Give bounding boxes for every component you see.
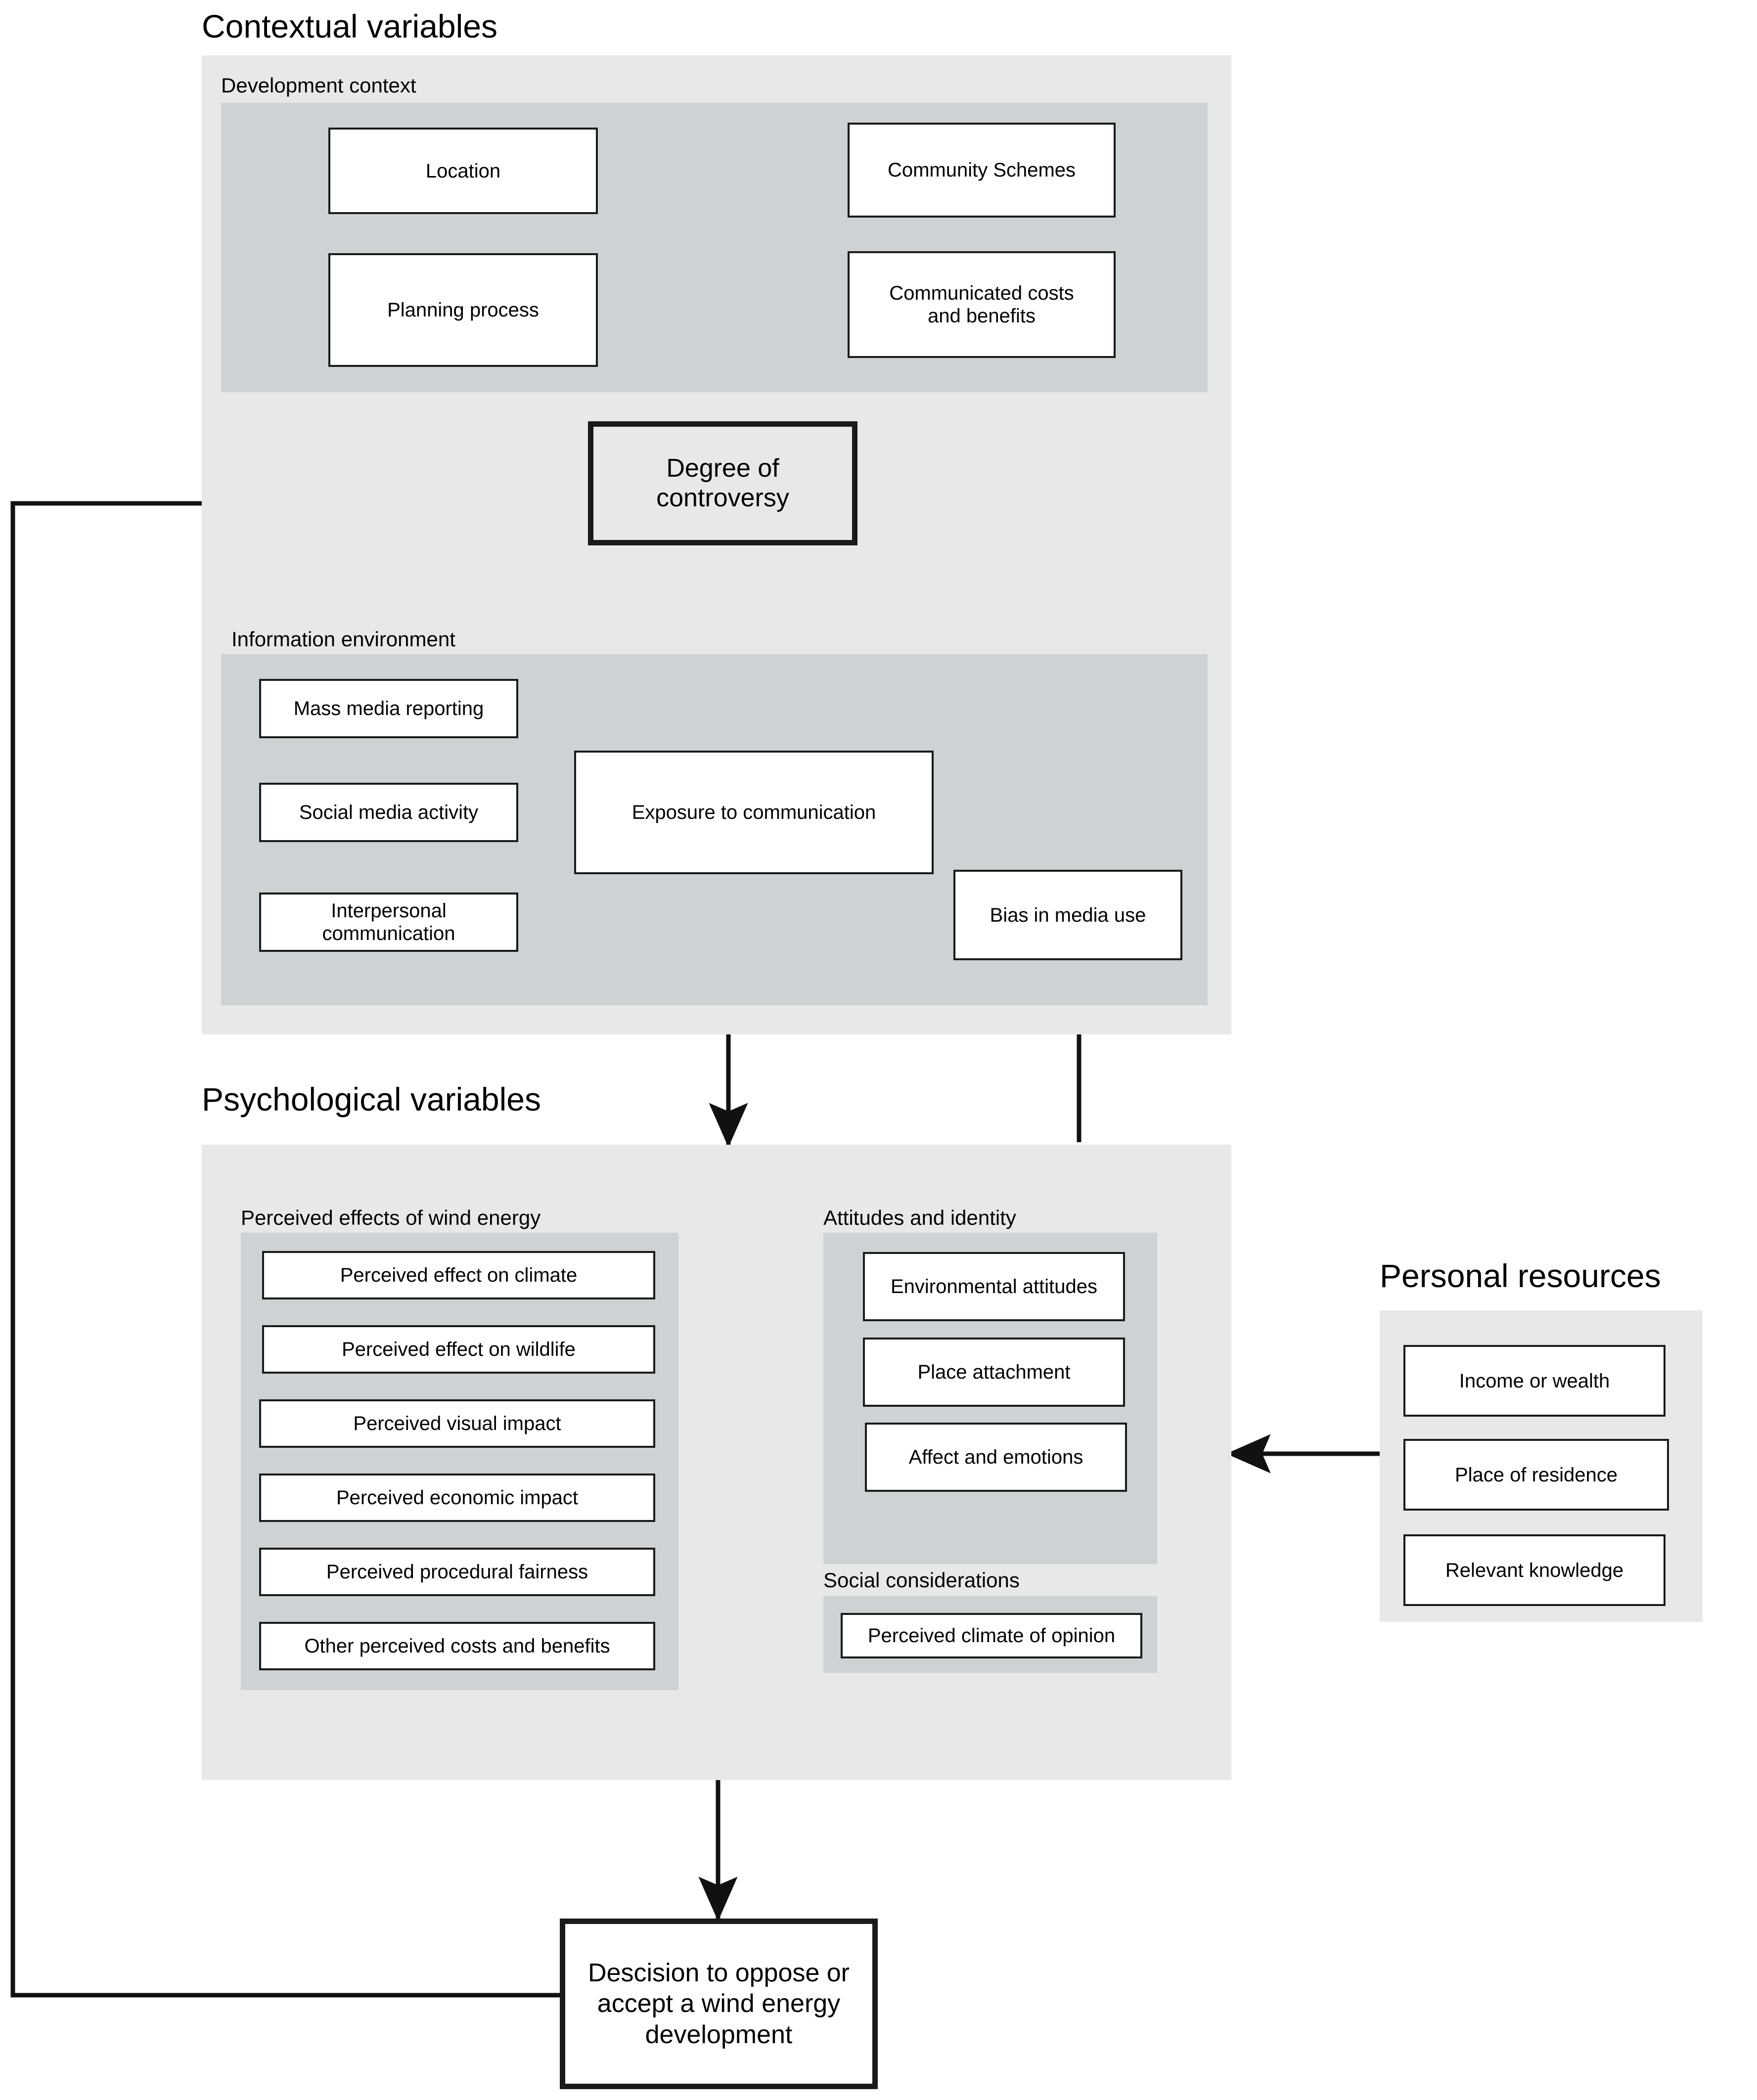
node-relevant-knowledge[interactable]: Relevant knowledge <box>1403 1534 1666 1606</box>
node-interpersonal-communication[interactable]: Interpersonal communication <box>259 893 518 952</box>
node-degree-of-controversy[interactable]: Degree of controversy <box>588 421 857 545</box>
node-communicated-line-2: and benefits <box>928 305 1036 327</box>
section-title-psychological: Psychological variables <box>202 1081 541 1117</box>
node-communicated-costs-and-benefits[interactable]: Communicated costs and benefits <box>848 251 1116 358</box>
node-perceived-visual-impact[interactable]: Perceived visual impact <box>259 1399 655 1448</box>
node-exposure-to-communication[interactable]: Exposure to communication <box>574 751 934 874</box>
node-community-schemes[interactable]: Community Schemes <box>848 123 1116 218</box>
node-communicated-line-1: Communicated costs <box>889 282 1074 304</box>
node-decision-to-oppose-or-accept[interactable]: Descision to oppose or accept a wind ene… <box>560 1919 878 2089</box>
section-title-personal-resources: Personal resources <box>1380 1257 1661 1294</box>
group-title-attitudes-and-identity: Attitudes and identity <box>823 1206 1016 1229</box>
node-affect-and-emotions[interactable]: Affect and emotions <box>865 1423 1127 1492</box>
section-title-contextual: Contextual variables <box>202 8 497 45</box>
node-mass-media-reporting[interactable]: Mass media reporting <box>259 679 518 738</box>
node-perceived-procedural-fairness[interactable]: Perceived procedural fairness <box>259 1548 655 1596</box>
group-title-social-considerations: Social considerations <box>823 1568 1020 1592</box>
node-perceived-economic-impact[interactable]: Perceived economic impact <box>259 1474 655 1522</box>
group-title-information-environment: Information environment <box>231 627 455 651</box>
node-bias-in-media-use[interactable]: Bias in media use <box>953 870 1182 960</box>
node-perceived-effect-on-climate[interactable]: Perceived effect on climate <box>262 1251 655 1299</box>
node-place-of-residence[interactable]: Place of residence <box>1403 1439 1669 1511</box>
group-title-development-context: Development context <box>221 74 416 97</box>
node-planning-process[interactable]: Planning process <box>328 253 598 367</box>
node-other-perceived-costs-and-benefits[interactable]: Other perceived costs and benefits <box>259 1622 655 1670</box>
panel-perceived-effects <box>241 1233 678 1690</box>
node-social-media-activity[interactable]: Social media activity <box>259 783 518 842</box>
node-location[interactable]: Location <box>328 128 598 214</box>
node-perceived-climate-of-opinion[interactable]: Perceived climate of opinion <box>841 1613 1142 1658</box>
node-environmental-attitudes[interactable]: Environmental attitudes <box>863 1252 1125 1321</box>
node-place-attachment[interactable]: Place attachment <box>863 1338 1125 1407</box>
node-perceived-effect-on-wildlife[interactable]: Perceived effect on wildlife <box>262 1325 655 1374</box>
group-title-perceived-effects: Perceived effects of wind energy <box>241 1206 541 1229</box>
node-income-or-wealth[interactable]: Income or wealth <box>1403 1345 1666 1417</box>
